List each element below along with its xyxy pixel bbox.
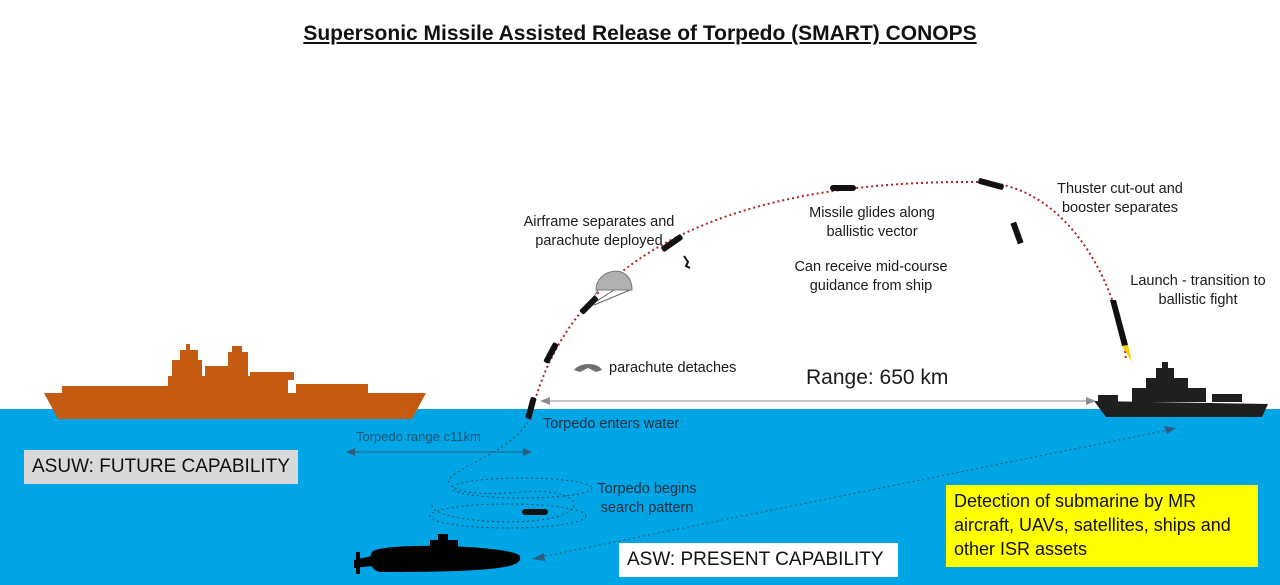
airframe-label-line1: Airframe separates and (523, 214, 675, 230)
airframe-fragments (683, 255, 691, 269)
torpedo-range-arrow (346, 448, 532, 456)
underwater-torpedo (522, 509, 548, 515)
detached-parachute-icon (574, 364, 602, 372)
torpedo-descent-2 (543, 342, 559, 364)
glide-label-line1: Missile glides along (809, 205, 935, 221)
mid-course-guidance-label: Can receive mid-course guidance from shi… (776, 258, 966, 296)
submarine (354, 534, 521, 574)
diagram-title: Supersonic Missile Assisted Release of T… (303, 22, 977, 45)
torpedo-descent-1 (579, 295, 599, 315)
airframe-separates-label: Airframe separates and parachute deploye… (504, 213, 694, 251)
launch-label-line1: Launch - transition to (1130, 273, 1266, 289)
range-label: Range: 650 km (806, 366, 949, 389)
launch-label-line2: ballistic fight (1158, 292, 1238, 308)
thruster-label-line2: booster separates (1061, 200, 1179, 216)
asw-present-capability-box: ASW: PRESENT CAPABILITY (619, 543, 898, 577)
search-pattern-label: Torpedo begins search pattern (584, 480, 710, 518)
search-label-line2: search pattern (600, 500, 694, 516)
asuw-future-capability-box: ASUW: FUTURE CAPABILITY (24, 450, 298, 484)
detection-line1: Detection of submarine by MR (954, 491, 1197, 511)
launch-label: Launch - transition to ballistic fight (1112, 272, 1280, 310)
detection-line3: other ISR assets (954, 539, 1088, 559)
airframe-segment (661, 234, 683, 252)
enemy-ship (44, 344, 426, 419)
detection-link (532, 426, 1176, 561)
missile-glides-label: Missile glides along ballistic vector (790, 204, 954, 242)
own-ship (1094, 362, 1268, 417)
missile-booster-segment (978, 178, 1004, 190)
detection-box: Detection of submarine by MR aircraft, U… (946, 485, 1258, 567)
missile-trajectory (529, 180, 1127, 421)
glide-label-line2: ballistic vector (826, 224, 918, 240)
torpedo-enters-water-label: Torpedo enters water (543, 416, 680, 432)
thruster-label-line1: Thuster cut-out and (1057, 181, 1183, 197)
torpedo-search-path (429, 421, 593, 529)
thruster-cutout-label: Thuster cut-out and booster separates (1040, 180, 1200, 218)
range-arrow (540, 397, 1096, 405)
search-label-line1: Torpedo begins (597, 481, 697, 497)
missile-glide (830, 185, 856, 191)
airframe-label-line2: parachute deployed (535, 233, 663, 249)
torpedo-entry (525, 397, 537, 419)
guidance-label-line2: guidance from ship (809, 278, 933, 294)
detection-line2: aircraft, UAVs, satellites, ships and (954, 515, 1231, 535)
torpedo-range-label: Torpedo range c11km (356, 429, 481, 444)
missile-launch (1110, 300, 1132, 362)
guidance-label-line1: Can receive mid-course (794, 259, 948, 275)
parachute-detaches-label: parachute detaches (609, 360, 737, 376)
booster-separated (1010, 221, 1024, 245)
